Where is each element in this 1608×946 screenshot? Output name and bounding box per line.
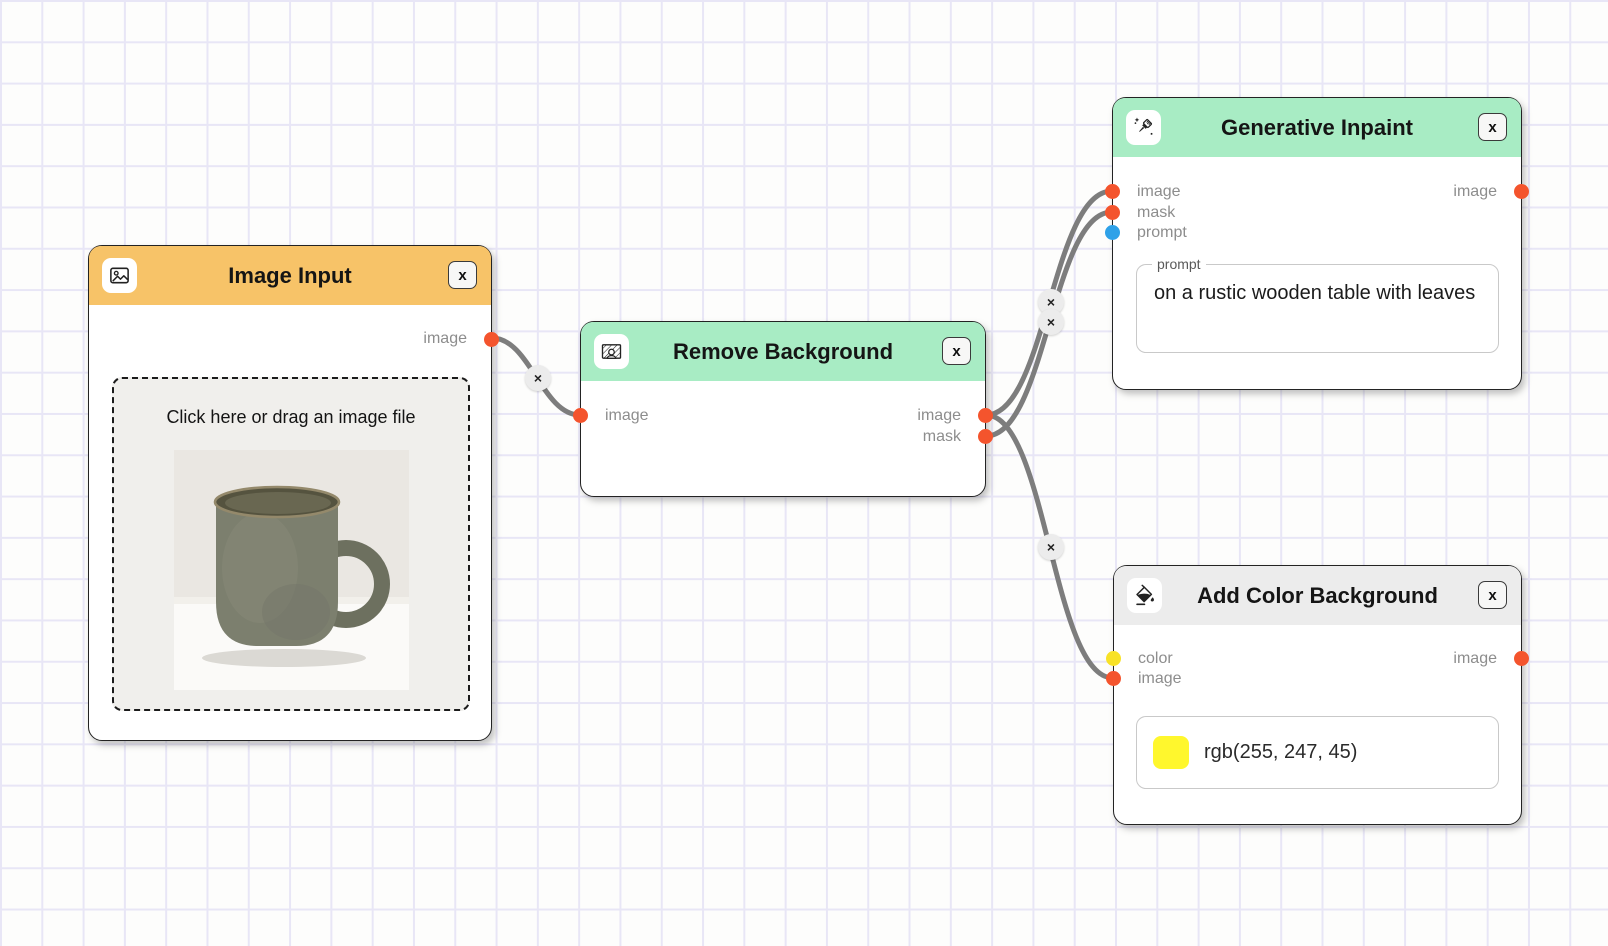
input-port-color[interactable] (1106, 651, 1121, 666)
color-swatch (1153, 736, 1189, 769)
node-generative-inpaint: Generative Inpaint x image mask prompt (1105, 97, 1529, 390)
node-title: Add Color Background (1197, 583, 1438, 608)
output-port-mask[interactable] (978, 429, 993, 444)
input-port-mask[interactable] (1105, 205, 1120, 220)
uploaded-image-preview (173, 450, 409, 690)
node-remove-background: Remove Background x image image mask (573, 321, 993, 497)
delete-connection-button[interactable]: × (1038, 534, 1064, 560)
input-port-label-color: color (1138, 650, 1173, 667)
remove-background-header[interactable]: Remove Background x (581, 322, 985, 381)
node-image-input: Image Input x image Click here or drag a… (88, 245, 499, 741)
output-port-label-image: image (1453, 183, 1497, 200)
color-value: rgb(255, 247, 45) (1204, 741, 1358, 763)
generative-inpaint-header[interactable]: Generative Inpaint x (1113, 98, 1521, 157)
remove-background-icon (594, 334, 629, 369)
input-port-image[interactable] (1106, 671, 1121, 686)
paintbrush-sparkle-icon (1126, 110, 1161, 145)
delete-connection-button[interactable]: × (525, 365, 551, 391)
input-port-image[interactable] (1105, 184, 1120, 199)
input-port-label-image: image (1137, 183, 1181, 200)
add-color-background-header[interactable]: Add Color Background x (1114, 566, 1521, 625)
prompt-value: on a rustic wooden table with leaves (1154, 282, 1476, 304)
input-port-prompt[interactable] (1105, 225, 1120, 240)
input-port-label-image: image (1138, 670, 1182, 687)
input-port-label-image: image (605, 407, 649, 424)
dropzone-label: Click here or drag an image file (166, 407, 416, 427)
input-port-label-prompt: prompt (1137, 224, 1187, 241)
paint-bucket-icon (1127, 578, 1162, 613)
close-node-button[interactable]: x (1478, 581, 1507, 609)
close-node-button[interactable]: x (1478, 113, 1507, 141)
output-port-image[interactable] (484, 332, 499, 347)
delete-connection-button[interactable]: × (1038, 309, 1064, 335)
output-port-image[interactable] (978, 408, 993, 423)
close-node-button[interactable]: x (942, 337, 971, 365)
output-port-image[interactable] (1514, 651, 1529, 666)
image-input-header[interactable]: Image Input x (89, 246, 491, 305)
input-port-image[interactable] (573, 408, 588, 423)
input-port-label-mask: mask (1137, 204, 1176, 221)
output-port-label-mask: mask (922, 428, 961, 445)
node-title: Remove Background (672, 339, 894, 364)
image-dropzone[interactable]: Click here or drag an image file (112, 377, 470, 711)
image-icon (102, 258, 137, 293)
node-title: Image Input (228, 263, 352, 288)
node-title: Generative Inpaint (1221, 115, 1413, 140)
output-port-label-image: image (917, 407, 961, 424)
prompt-input[interactable]: prompt on a rustic wooden table with lea… (1136, 255, 1499, 353)
output-port-image[interactable] (1514, 184, 1529, 199)
color-picker-field[interactable]: rgb(255, 247, 45) (1136, 716, 1499, 789)
output-port-label-image: image (1453, 650, 1497, 667)
prompt-field-label: prompt (1152, 255, 1206, 273)
close-node-button[interactable]: x (448, 261, 477, 289)
node-add-color-background: Add Color Background x color image image… (1106, 565, 1529, 825)
output-port-label-image: image (423, 330, 467, 347)
